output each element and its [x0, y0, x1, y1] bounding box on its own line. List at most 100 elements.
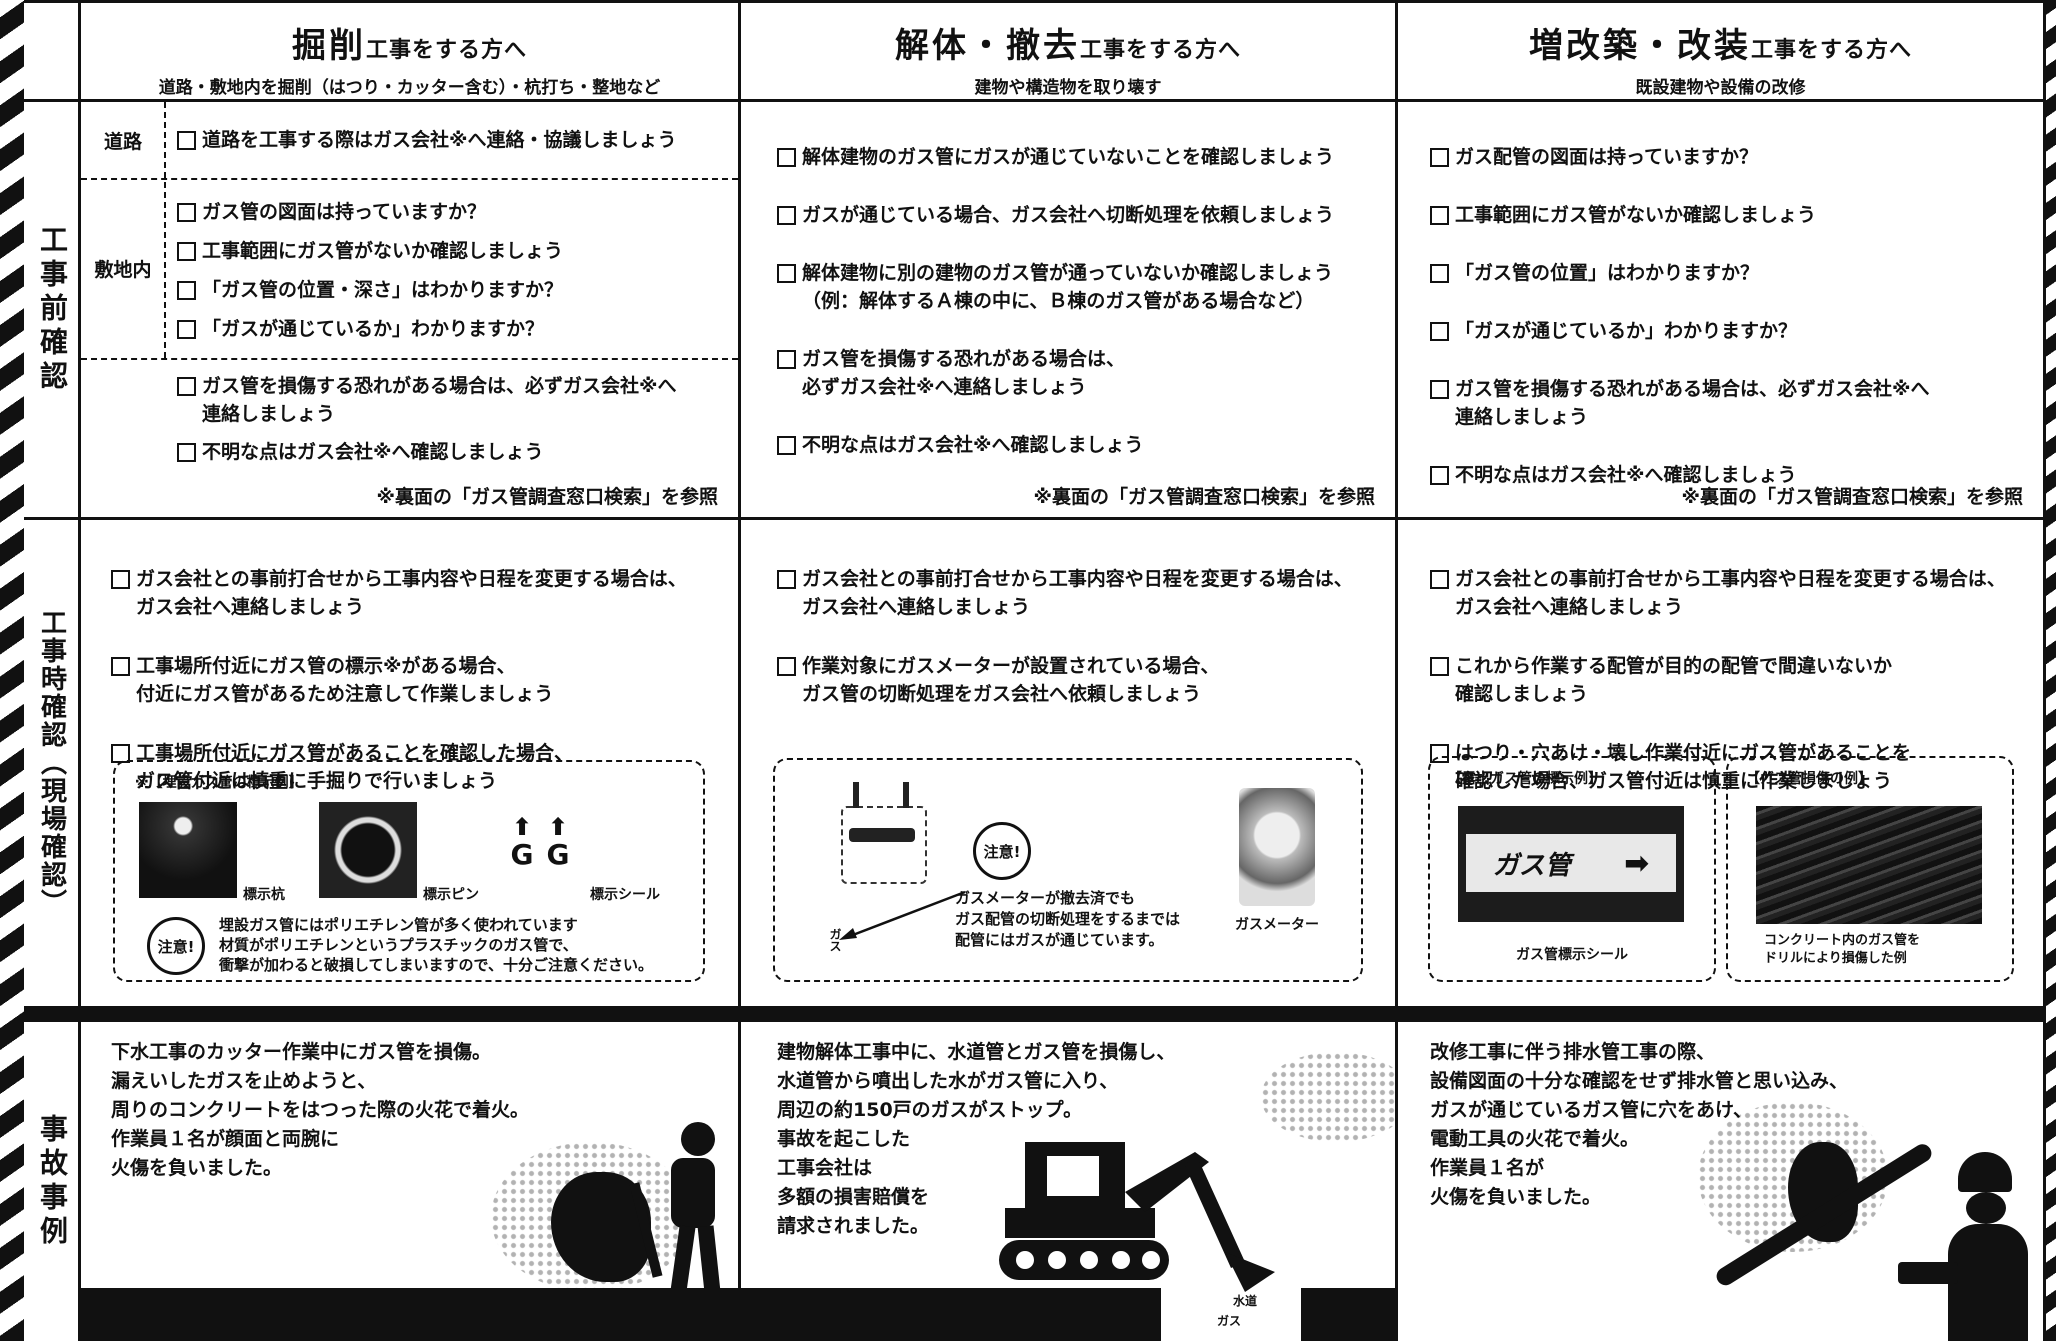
checkbox[interactable] — [111, 657, 130, 676]
checkbox[interactable] — [1430, 148, 1449, 167]
checklist-item[interactable]: 工事場所付近にガス管があることを確認した場合、 ガス管付近は慎重に手掘りで行いま… — [111, 739, 687, 795]
pre-check-demolition: 解体建物のガス管にガスが通じていないことを確認しましょう ガスが通じている場合、… — [741, 102, 1395, 517]
checklist-item[interactable]: ガスが通じている場合、ガス会社へ切断処理を依頼しましょう — [777, 201, 1334, 229]
divider-right-edge — [2043, 0, 2046, 1341]
meter-bracket — [849, 828, 915, 842]
ground — [741, 1288, 1161, 1341]
caution-text: 埋設ガス管にはポリエチレン管が多く使われています 材質がポリエチレンというプラス… — [219, 916, 653, 974]
checklist-item[interactable]: 作業対象にガスメーターが設置されている場合、 ガス管の切断処理をガス会社へ依頼し… — [777, 652, 1353, 708]
checkbox[interactable] — [1430, 380, 1449, 399]
checklist-item-text: はつり・穴あけ・壊し作業付近にガス管があることを 確認した場合、ガス管付近は慎重… — [1455, 742, 1912, 792]
checkbox[interactable] — [177, 281, 196, 300]
accident-case-demolition: 建物解体工事中に、水道管とガス管を損傷し、 水道管から噴出した水がガス管に入り、… — [741, 1022, 1395, 1341]
checklist-item[interactable]: 不明な点はガス会社※へ確認しましょう — [177, 438, 676, 466]
column-title-suffix: 工事をする方へ — [1750, 38, 1912, 63]
gas-meter-label: ガスメーター — [1235, 917, 1319, 933]
checklist-item-text: 「ガス管の位置」はわかりますか？ — [1455, 262, 1760, 284]
checklist-item[interactable]: ガス管を損傷する恐れがある場合は、必ずガス会社※へ 連絡しましょう — [1430, 375, 1929, 431]
checklist-item-text: ガスが通じている場合、ガス会社へ切断処理を依頼しましょう — [802, 204, 1335, 226]
worker-drill-icon — [1898, 1152, 2043, 1341]
marker-seal: ⬆ G — [543, 815, 573, 878]
checklist-item[interactable]: 解体建物のガス管にガスが通じていないことを確認しましょう — [777, 143, 1334, 171]
checkbox[interactable] — [111, 570, 130, 589]
checklist-item[interactable]: ガス配管の図面は持っていますか？ — [1430, 143, 1929, 171]
checklist: ガス会社との事前打合せから工事内容や日程を変更する場合は、 ガス会社へ連絡しまし… — [111, 546, 687, 814]
accident-story: 改修工事に伴う排水管工事の際、 設備図面の十分な確認をせず排水管と思い込み、 ガ… — [1430, 1041, 1849, 1208]
marker-label: 標示シール — [590, 887, 660, 903]
checkbox[interactable] — [777, 436, 796, 455]
example-caption: コンクリート内のガス管を ドリルにより損傷した例 — [1764, 933, 1921, 966]
row-label-accident-cases: 事故事例 — [36, 1113, 69, 1250]
checklist-item[interactable]: これから作業する配管が目的の配管で間違いないか 確認しましょう — [1430, 652, 2006, 708]
accident-story: 建物解体工事中に、水道管とガス管を損傷し、 水道管から噴出した水がガス管に入り、… — [777, 1041, 1176, 1237]
pre-check-excavation: 道路 道路を工事する際はガス会社※へ連絡・協議しましょう 敷地内 ガス管の図面は… — [81, 102, 738, 517]
checkbox[interactable] — [1430, 570, 1449, 589]
checklist-item[interactable]: 道路を工事する際はガス会社※へ連絡・協議しましょう — [177, 126, 676, 154]
checklist-item-text: 解体建物のガス管にガスが通じていないことを確認しましょう — [802, 146, 1335, 168]
pipe-damage-example-box: 【ガス管損傷の例】 コンクリート内のガス管を ドリルにより損傷した例 — [1726, 756, 2014, 982]
checklist-item[interactable]: ガス会社との事前打合せから工事内容や日程を変更する場合は、 ガス会社へ連絡しまし… — [111, 565, 687, 621]
accident-case-excavation: 下水工事のカッター作業中にガス管を損傷。 漏えいしたガスを止めようと、 周りのコ… — [81, 1022, 738, 1341]
caution-badge: 注意! — [973, 822, 1031, 880]
checklist-item-text: 不明な点はガス会社※へ確認しましょう — [202, 441, 544, 463]
checklist-item-text: ガス会社との事前打合せから工事内容や日程を変更する場合は、 ガス会社へ連絡しまし… — [802, 568, 1353, 618]
checklist-item[interactable]: 解体建物に別の建物のガス管が通っていないか確認しましょう （例：解体するＡ棟の中… — [777, 259, 1334, 315]
checkbox[interactable] — [177, 443, 196, 462]
checkbox[interactable] — [777, 206, 796, 225]
checklist-item[interactable]: はつり・穴あけ・壊し作業付近にガス管があることを 確認した場合、ガス管付近は慎重… — [1430, 739, 2006, 795]
checklist-item[interactable]: 「ガス管の位置・深さ」はわかりますか？ — [177, 276, 563, 304]
marker-label: 標示ピン — [423, 887, 479, 903]
checklist-item[interactable]: ガス管を損傷する恐れがある場合は、 必ずガス会社※へ連絡しましょう — [777, 345, 1334, 401]
checklist-item[interactable]: 不明な点はガス会社※へ確認しましょう — [1430, 461, 1929, 489]
hazard-stripe-right — [2046, 0, 2056, 1341]
sticker-text: ガス管 — [1492, 850, 1571, 881]
checkbox[interactable] — [1430, 264, 1449, 283]
checkbox[interactable] — [777, 657, 796, 676]
checkbox[interactable] — [777, 148, 796, 167]
checklist-item[interactable]: 不明な点はガス会社※へ確認しましょう — [777, 431, 1334, 459]
checklist: 解体建物のガス管にガスが通じていないことを確認しましょう ガスが通じている場合、… — [777, 124, 1334, 478]
checkbox[interactable] — [177, 131, 196, 150]
column-title: 解体・撤去 — [894, 26, 1080, 66]
checklist-item-text: ガス管を損傷する恐れがある場合は、必ずガス会社※へ 連絡しましょう — [1455, 378, 1930, 428]
checkbox[interactable] — [177, 320, 196, 339]
checkbox[interactable] — [777, 264, 796, 283]
checkbox[interactable] — [177, 377, 196, 396]
checkbox[interactable] — [177, 242, 196, 261]
checklist-item-text: 不明な点はガス会社※へ確認しましょう — [802, 434, 1144, 456]
checklist-item[interactable]: 「ガス管の位置」はわかりますか？ — [1430, 259, 1929, 287]
checklist-item[interactable]: 工事範囲にガス管がないか確認しましょう — [1430, 201, 1929, 229]
right-arrow-icon: ➡ — [1624, 845, 1650, 881]
accident-story: 下水工事のカッター作業中にガス管を損傷。 漏えいしたガスを止めようと、 周りのコ… — [111, 1041, 530, 1179]
gas-meter-photo — [1239, 788, 1315, 906]
checkbox[interactable] — [1430, 466, 1449, 485]
checklist-item-text: 「ガスが通じているか」わかりますか？ — [1455, 320, 1798, 342]
reference-note: ※裏面の「ガス管調査窓口検索」を参照 — [1681, 486, 2023, 508]
checkbox[interactable] — [177, 203, 196, 222]
checklist-item-text: 「ガスが通じているか」わかりますか？ — [202, 318, 545, 340]
checklist-item[interactable]: 「ガスが通じているか」わかりますか？ — [177, 315, 563, 343]
checklist-item[interactable]: 「ガスが通じているか」わかりますか？ — [1430, 317, 1929, 345]
checkbox[interactable] — [777, 570, 796, 589]
checklist: ガス配管の図面は持っていますか？ 工事範囲にガス管がないか確認しましょう 「ガス… — [1430, 124, 1929, 508]
checkbox[interactable] — [1430, 322, 1449, 341]
checklist-item[interactable]: ガス管の図面は持っていますか？ — [177, 198, 563, 226]
marker-examples-box: ※【埋設ガス管の標示例】 標示杭 標示ピン ⬆ G ⬆ G 標示シール 注意! … — [113, 760, 705, 982]
gas-pipe-sticker-photo: ガス管 ➡ — [1458, 806, 1684, 922]
checkbox[interactable] — [1430, 657, 1449, 676]
divider-label-column — [78, 0, 81, 1341]
site-divider — [81, 358, 738, 360]
marker-examples-title: ※【埋設ガス管の標示例】 — [135, 775, 303, 791]
checkbox[interactable] — [1430, 206, 1449, 225]
checklist-item[interactable]: ガス会社との事前打合せから工事内容や日程を変更する場合は、 ガス会社へ連絡しまし… — [1430, 565, 2006, 621]
checklist-item-text: 工事場所付近にガス管があることを確認した場合、 ガス管付近は慎重に手掘りで行いま… — [136, 742, 574, 792]
gas-pipe-sticker: ガス管 ➡ — [1466, 834, 1676, 892]
checklist-item[interactable]: 工事範囲にガス管がないか確認しましょう — [177, 237, 563, 265]
checklist-item[interactable]: ガス管を損傷する恐れがある場合は、必ずガス会社※へ 連絡しましょう — [177, 372, 676, 428]
checklist-item[interactable]: ガス会社との事前打合せから工事内容や日程を変更する場合は、 ガス会社へ連絡しまし… — [777, 565, 1353, 621]
checkbox[interactable] — [777, 350, 796, 369]
checklist-item[interactable]: 工事場所付近にガス管の標示※がある場合、 付近にガス管があるため注意して作業しま… — [111, 652, 687, 708]
divider-during-accident — [24, 1006, 2046, 1022]
marker-stake-photo — [139, 802, 237, 898]
